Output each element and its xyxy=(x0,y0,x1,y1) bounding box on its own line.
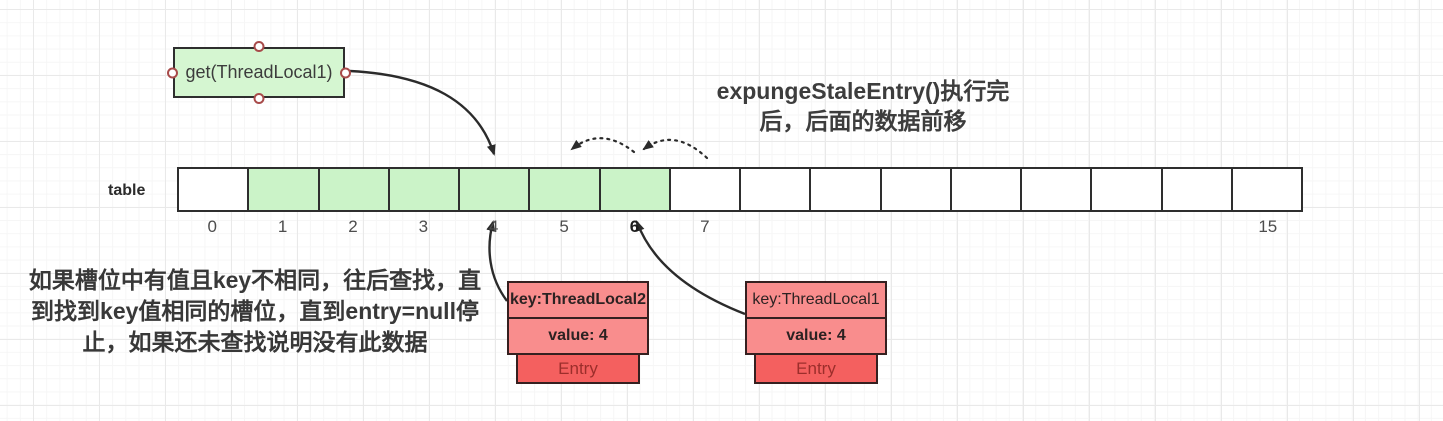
table-cell-15[interactable] xyxy=(1230,167,1303,212)
table-cell-8[interactable] xyxy=(739,167,812,212)
entry2-key: key:ThreadLocal2 xyxy=(507,281,649,319)
index-label-3: 3 xyxy=(418,217,429,236)
selection-handle-top[interactable] xyxy=(253,41,265,52)
index-label-6: 6 xyxy=(629,217,640,236)
selection-handle-left[interactable] xyxy=(167,67,178,78)
table-cell-14[interactable] xyxy=(1160,167,1233,212)
table-cell-10[interactable] xyxy=(879,167,952,212)
selection-handle-right[interactable] xyxy=(340,67,351,78)
index-label-14 xyxy=(1162,217,1232,237)
table-cell-13[interactable] xyxy=(1090,167,1163,212)
annotation-expunge-line1: expungeStaleEntry()执行完 xyxy=(716,78,1010,104)
table-cell-7[interactable] xyxy=(668,167,741,212)
table-cell-3[interactable] xyxy=(387,167,460,212)
table-cell-6[interactable] xyxy=(598,167,671,212)
table-cell-11[interactable] xyxy=(949,167,1022,212)
table-row xyxy=(177,167,1303,212)
index-label-15: 15 xyxy=(1258,217,1278,236)
entry2-value: value: 4 xyxy=(507,317,649,355)
entry1-key: key:ThreadLocal1 xyxy=(745,281,887,319)
entry1-footer: Entry xyxy=(754,353,878,384)
index-label-4: 4 xyxy=(488,217,499,236)
index-label-8 xyxy=(740,217,810,237)
annotation-search-rule-line2: 到找到key值相同的槽位，直到entry=null停 xyxy=(31,298,479,324)
table-cell-12[interactable] xyxy=(1020,167,1093,212)
entry-stack-threadlocal1[interactable]: key:ThreadLocal1 value: 4 Entry xyxy=(745,281,887,384)
table-cell-2[interactable] xyxy=(317,167,390,212)
entry-stack-threadlocal2[interactable]: key:ThreadLocal2 value: 4 Entry xyxy=(507,281,649,384)
annotation-expunge: expungeStaleEntry()执行完 后，后面的数据前移 xyxy=(688,76,1038,136)
dotted-arc-slot6-to-slot5 xyxy=(570,137,636,154)
table-cell-0[interactable] xyxy=(177,167,250,212)
table-cell-1[interactable] xyxy=(247,167,320,212)
index-label-2: 2 xyxy=(348,217,358,236)
index-label-5: 5 xyxy=(559,217,569,236)
index-label-13 xyxy=(1092,217,1162,237)
dotted-arc-slot7-to-slot6 xyxy=(642,138,709,160)
index-label-7: 7 xyxy=(700,217,710,236)
table-cell-5[interactable] xyxy=(528,167,601,212)
entry2-footer: Entry xyxy=(516,353,640,384)
index-label-12 xyxy=(1022,217,1092,237)
annotation-search-rule-line1: 如果槽位中有值且key不相同，往后查找，直 xyxy=(28,267,482,293)
table-label: table xyxy=(108,182,146,199)
arrow-get-to-slot4 xyxy=(349,69,496,156)
selection-handle-bottom[interactable] xyxy=(253,93,265,104)
annotation-search-rule-line3: 止，如果还未查找说明没有此数据 xyxy=(82,329,428,355)
table-cell-4[interactable] xyxy=(458,167,531,212)
index-row: 0 1 2 3 4 5 6 7 15 xyxy=(177,217,1303,237)
index-label-10 xyxy=(881,217,951,237)
index-label-9 xyxy=(810,217,880,237)
table-cell-9[interactable] xyxy=(809,167,882,212)
index-label-0: 0 xyxy=(207,217,217,236)
get-box-label: get(ThreadLocal1) xyxy=(185,62,333,82)
annotation-search-rule: 如果槽位中有值且key不相同，往后查找，直 到找到key值相同的槽位，直到ent… xyxy=(26,265,484,358)
get-threadlocal1-shape[interactable]: get(ThreadLocal1) xyxy=(167,41,351,104)
index-label-1: 1 xyxy=(277,217,288,236)
index-label-11 xyxy=(951,217,1021,237)
annotation-expunge-line2: 后，后面的数据前移 xyxy=(759,108,967,134)
entry1-value: value: 4 xyxy=(745,317,887,355)
